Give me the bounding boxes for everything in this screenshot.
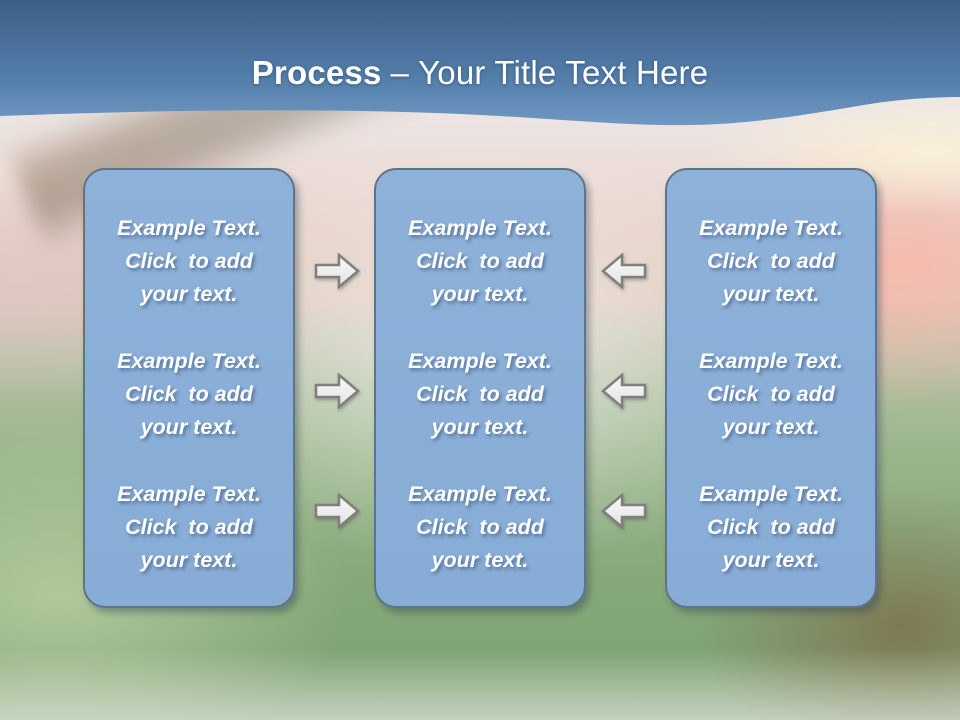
title-topic: Process	[251, 54, 382, 91]
arrow-right-icon[interactable]	[314, 251, 360, 291]
placeholder-text[interactable]: Example Text. Click to add your text.	[699, 481, 843, 572]
header-banner-shape	[0, 0, 960, 126]
process-box-right[interactable]: Example Text. Click to add your text. Ex…	[665, 168, 877, 608]
title-separator: –	[390, 54, 410, 91]
placeholder-text[interactable]: Example Text. Click to add your text.	[117, 215, 261, 306]
slide-title[interactable]: Process–Your Title Text Here	[0, 53, 960, 93]
placeholder-text[interactable]: Example Text. Click to add your text.	[117, 481, 261, 572]
process-box-middle[interactable]: Example Text. Click to add your text. Ex…	[374, 168, 586, 608]
placeholder-text[interactable]: Example Text. Click to add your text.	[117, 348, 261, 439]
title-subtitle: Your Title Text Here	[418, 54, 709, 91]
process-box-left[interactable]: Example Text. Click to add your text. Ex…	[83, 168, 295, 608]
arrow-left-icon[interactable]	[601, 251, 647, 291]
placeholder-text[interactable]: Example Text. Click to add your text.	[408, 481, 552, 572]
arrow-left-icon[interactable]	[601, 371, 647, 411]
arrow-left-icon[interactable]	[601, 491, 647, 531]
arrow-right-icon[interactable]	[314, 491, 360, 531]
arrow-right-icon[interactable]	[314, 371, 360, 411]
placeholder-text[interactable]: Example Text. Click to add your text.	[408, 215, 552, 306]
placeholder-text[interactable]: Example Text. Click to add your text.	[408, 348, 552, 439]
placeholder-text[interactable]: Example Text. Click to add your text.	[699, 215, 843, 306]
placeholder-text[interactable]: Example Text. Click to add your text.	[699, 348, 843, 439]
